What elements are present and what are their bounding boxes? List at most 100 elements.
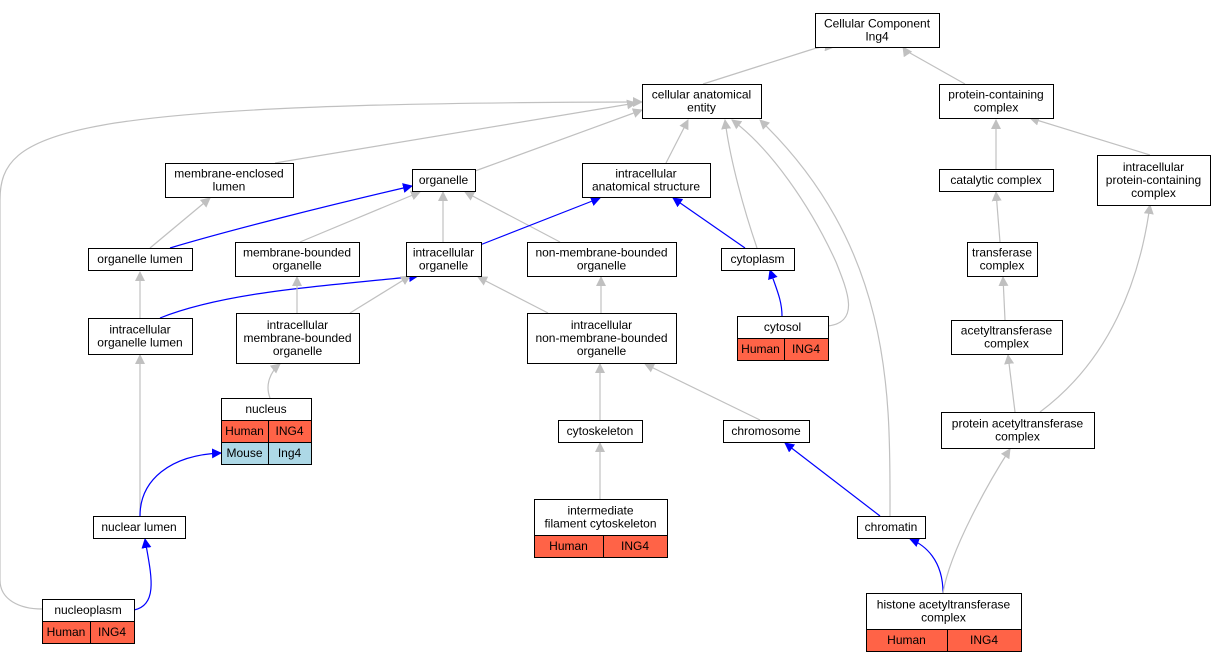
edge-cytosol-to-cytoplasm: [768, 269, 783, 317]
node-label: membrane-bounded: [243, 331, 351, 345]
node-label: organelle: [419, 259, 469, 273]
node-box: [88, 248, 193, 271]
node-label: lumen: [213, 180, 246, 194]
node-box: [939, 169, 1054, 192]
node-label: Cellular Component: [824, 17, 931, 31]
species-label: Human: [549, 539, 588, 553]
node-nuclear-lumen[interactable]: nuclear lumen: [93, 516, 186, 539]
gene-cell: [90, 621, 135, 644]
node-label: acetyltransferase: [961, 324, 1053, 338]
node-label: catalytic complex: [950, 173, 1041, 187]
node-label: cytoskeleton: [567, 424, 634, 438]
edge-atc-to-tc: [998, 276, 1009, 321]
edge-chromosome-to-inmbo: [644, 363, 761, 421]
node-box: [527, 313, 677, 364]
node-label: protein-containing: [948, 88, 1043, 102]
node-box: [815, 13, 940, 48]
node-label: complex: [995, 430, 1040, 444]
species-label: Mouse: [226, 446, 262, 460]
edge-mbo-to-organelle: [299, 190, 421, 243]
node-label: organelle lumen: [97, 252, 182, 266]
node-label: intracellular: [109, 323, 170, 337]
node-chromosome[interactable]: chromosome: [723, 420, 810, 443]
node-label: cellular anatomical: [652, 88, 751, 102]
edge-cytosol-to-cae: [731, 119, 850, 327]
node-label: organelle lumen: [97, 336, 182, 350]
edge-nl-to-nucleus: [139, 448, 222, 517]
node-label: nucleoplasm: [54, 603, 121, 617]
node-organelle[interactable]: organelle: [412, 169, 476, 192]
node-label: complex: [1131, 186, 1176, 200]
node-label: protein-containing: [1106, 173, 1201, 187]
edge-organelle-to-cae: [474, 108, 643, 172]
node-cytoplasm[interactable]: cytoplasm: [721, 248, 795, 271]
node-box: [558, 420, 643, 443]
node-label: intracellular: [1123, 160, 1184, 174]
edge-pcc-to-cc: [902, 46, 966, 85]
node-label: Ing4: [865, 30, 889, 44]
edge-patc-to-ipcc: [1039, 204, 1154, 413]
node-chromatin[interactable]: chromatin: [857, 516, 926, 539]
node-intracellular-non-membrane-bounded-organelle[interactable]: intracellularnon-membrane-boundedorganel…: [527, 313, 677, 364]
node-label: complex: [984, 337, 1029, 351]
node-label: intracellular: [267, 318, 328, 332]
node-organelle-lumen[interactable]: organelle lumen: [88, 248, 193, 271]
node-box: [1097, 155, 1211, 206]
gene-label: ING4: [792, 342, 820, 356]
edge-cae-to-cc: [702, 41, 835, 85]
annotation-row-mouse: Mouse Ing4: [221, 442, 312, 465]
gene-cell: [268, 442, 312, 465]
node-label: organelle: [577, 344, 627, 358]
edge-ipcc-to-pcc: [1029, 115, 1151, 156]
gene-cell: [784, 338, 829, 361]
node-label: organelle: [273, 344, 323, 358]
edge-nucleus-to-imbo: [267, 363, 281, 399]
node-label: membrane-bounded: [243, 246, 351, 260]
node-box: [165, 163, 294, 198]
edge-chromatin-to-chromosome: [784, 442, 881, 517]
gene-label: Ing4: [278, 446, 302, 460]
node-label: filament cytoskeleton: [544, 517, 656, 531]
node-box: [721, 248, 795, 271]
node-box: [857, 516, 926, 539]
node-box: [642, 84, 762, 119]
node-box: [93, 516, 186, 539]
node-box: [582, 163, 711, 198]
node-label: complex: [974, 101, 1019, 115]
node-catalytic-complex[interactable]: catalytic complex: [939, 169, 1054, 192]
gene-cell: [947, 629, 1022, 652]
node-label: non-membrane-bounded: [535, 331, 667, 345]
edge-tc-to-catc: [991, 191, 1002, 243]
node-box: [88, 318, 193, 355]
node-box: [527, 242, 677, 277]
edge-chromatin-to-cae: [759, 119, 891, 517]
node-label: protein acetyltransferase: [952, 417, 1084, 431]
gene-label: ING4: [275, 424, 303, 438]
node-box: [236, 313, 360, 364]
annotation-row-human: Human ING4: [221, 420, 312, 443]
node-cytoskeleton[interactable]: cytoskeleton: [558, 420, 643, 443]
species-label: Human: [225, 424, 264, 438]
node-label: membrane-enclosed: [174, 167, 283, 181]
